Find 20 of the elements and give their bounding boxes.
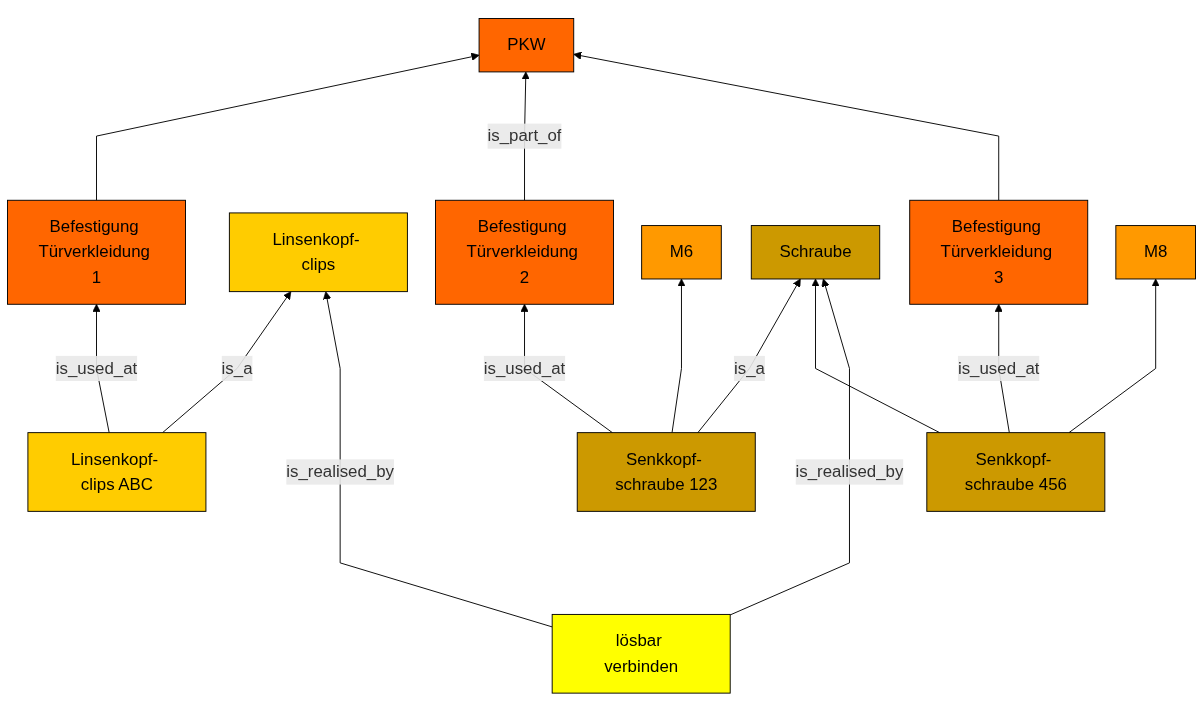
edge-label: is_used_at [483,358,566,378]
edge-label: is_realised_by [795,461,904,481]
edge-label: is_a [221,358,253,378]
node-box: M8 [1115,224,1196,280]
edge-label: is_realised_by [286,461,395,481]
edge-label: is_used_at [957,358,1040,378]
node-box: lösbar verbinden [551,613,731,694]
node-box: Befestigung Türverkleidung 2 [435,199,614,305]
edge-label: is_part_of [487,125,562,145]
edge-label: is_used_at [55,358,138,378]
edge-label: is_a [733,358,765,378]
node-box: Befestigung Türverkleidung 1 [7,199,186,305]
node-box: PKW [478,17,575,73]
node-box: Linsenkopf- clips ABC [27,431,207,512]
node-box: Linsenkopf- clips [228,212,408,292]
node-box: Schraube [750,224,881,280]
node-box: Befestigung Türverkleidung 3 [909,199,1089,305]
node-box: Senkkopf- schraube 456 [926,431,1106,512]
node-box: M6 [641,224,722,280]
node-box: Senkkopf- schraube 123 [576,431,756,512]
